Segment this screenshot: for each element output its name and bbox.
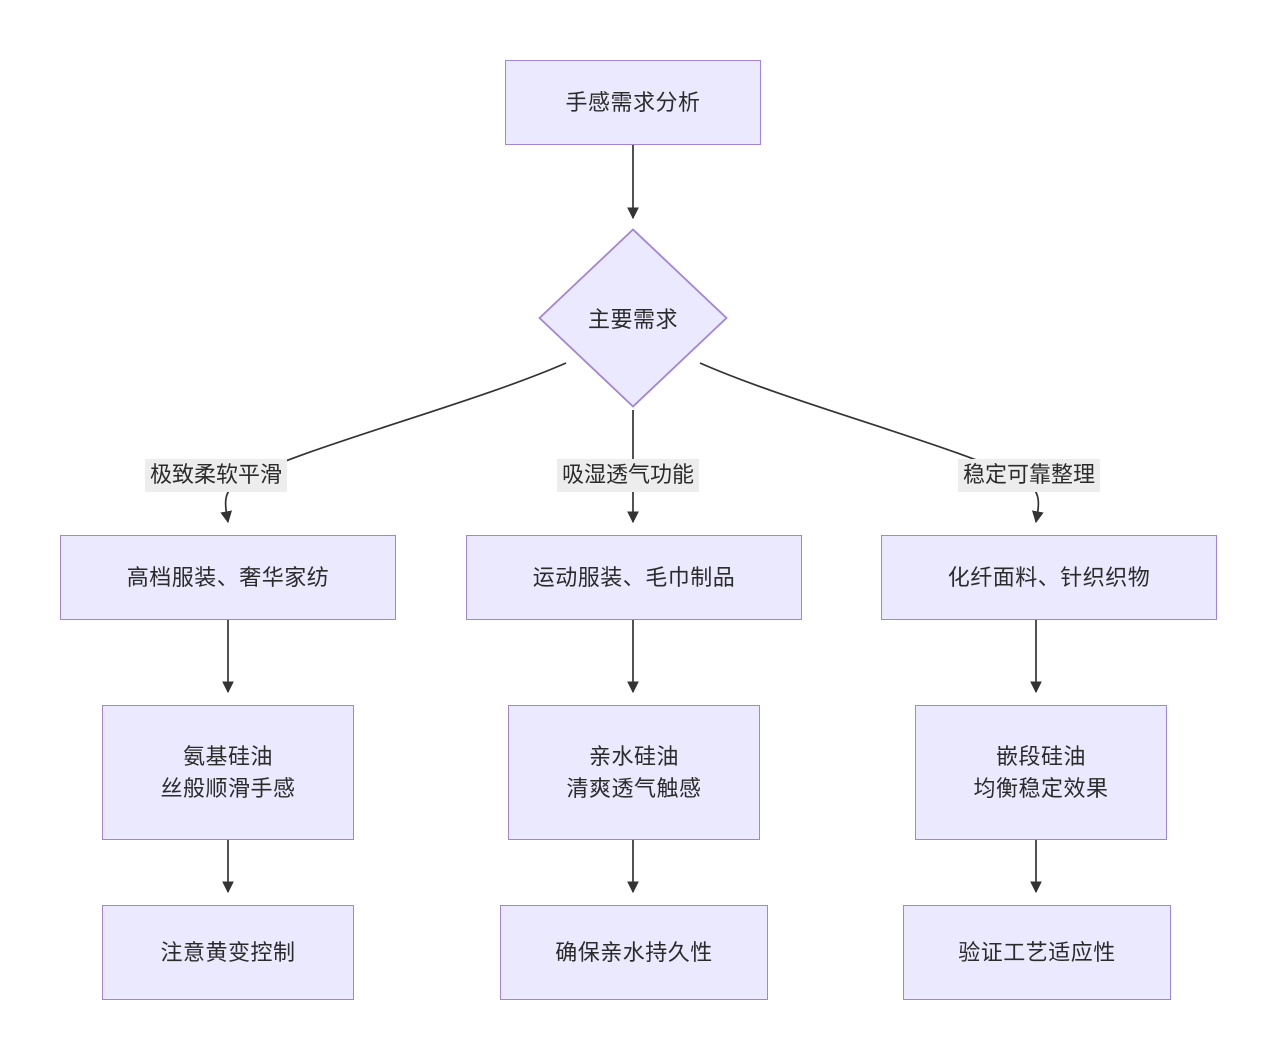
node-col1-app[interactable]: 高档服装、奢华家纺 <box>60 535 396 620</box>
node-start[interactable]: 手感需求分析 <box>505 60 761 145</box>
node-col3-product[interactable]: 嵌段硅油 均衡稳定效果 <box>915 705 1167 840</box>
node-col1-app-label: 高档服装、奢华家纺 <box>126 564 330 590</box>
node-col3-app[interactable]: 化纤面料、针织织物 <box>881 535 1217 620</box>
node-col2-app-label: 运动服装、毛巾制品 <box>532 564 736 590</box>
node-col2-product-label: 亲水硅油 清爽透气触感 <box>566 744 702 801</box>
node-col1-note-label: 注意黄变控制 <box>160 939 296 965</box>
edge-label-branch2: 吸湿透气功能 <box>557 459 700 493</box>
edge-decision-to-col1 <box>220 362 567 524</box>
node-col1-product-label: 氨基硅油 丝般顺滑手感 <box>160 744 296 801</box>
node-decision-label: 主要需求 <box>587 307 678 332</box>
node-col2-note[interactable]: 确保亲水持久性 <box>500 905 768 1000</box>
node-start-label: 手感需求分析 <box>565 89 701 115</box>
edge-decision-to-col3 <box>699 362 1044 524</box>
edge-label-branch1: 极致柔软平滑 <box>145 459 288 493</box>
node-col3-product-label: 嵌段硅油 均衡稳定效果 <box>973 744 1109 801</box>
node-col2-product[interactable]: 亲水硅油 清爽透气触感 <box>508 705 760 840</box>
node-col1-note[interactable]: 注意黄变控制 <box>102 905 354 1000</box>
diamond-shape <box>538 228 728 408</box>
node-col3-note[interactable]: 验证工艺适应性 <box>903 905 1171 1000</box>
node-col2-app[interactable]: 运动服装、毛巾制品 <box>466 535 802 620</box>
node-col3-note-label: 验证工艺适应性 <box>958 939 1116 965</box>
node-decision[interactable]: 主要需求 <box>538 228 728 408</box>
edge-label-branch3: 稳定可靠整理 <box>958 459 1101 493</box>
node-col1-product[interactable]: 氨基硅油 丝般顺滑手感 <box>102 705 354 840</box>
node-col2-note-label: 确保亲水持久性 <box>555 939 713 965</box>
node-col3-app-label: 化纤面料、针织织物 <box>947 564 1151 590</box>
